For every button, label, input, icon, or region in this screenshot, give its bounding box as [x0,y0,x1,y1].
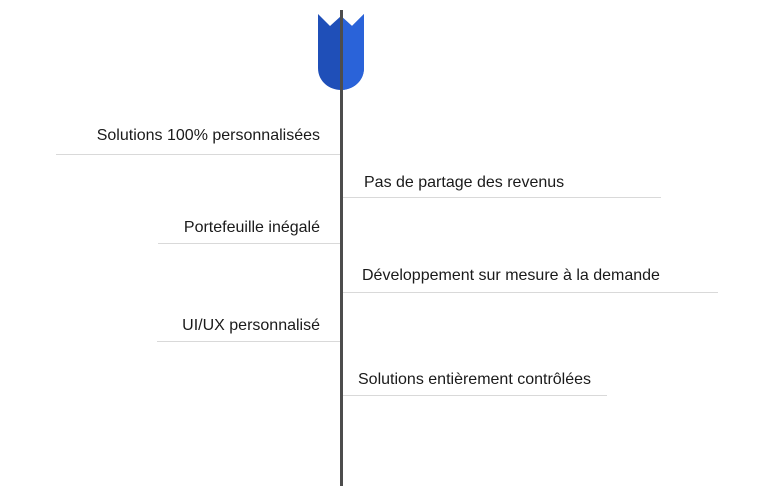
feature-right-2-underline [343,292,718,293]
feature-right-3: Solutions entièrement contrôlées [358,371,592,388]
feature-right-1-underline [343,197,661,198]
feature-left-3: UI/UX personnalisé [182,317,320,334]
timeline-axis [340,10,343,486]
feature-left-3-underline [157,341,340,342]
feature-right-2: Développement sur mesure à la demande [362,267,660,284]
feature-left-1: Solutions 100% personnalisées [96,127,320,144]
feature-left-2-underline [158,243,340,244]
feature-left-2: Portefeuille inégalé [183,219,320,236]
feature-right-1: Pas de partage des revenus [364,174,565,191]
feature-left-1-underline [56,154,340,155]
feature-right-3-underline [343,395,607,396]
